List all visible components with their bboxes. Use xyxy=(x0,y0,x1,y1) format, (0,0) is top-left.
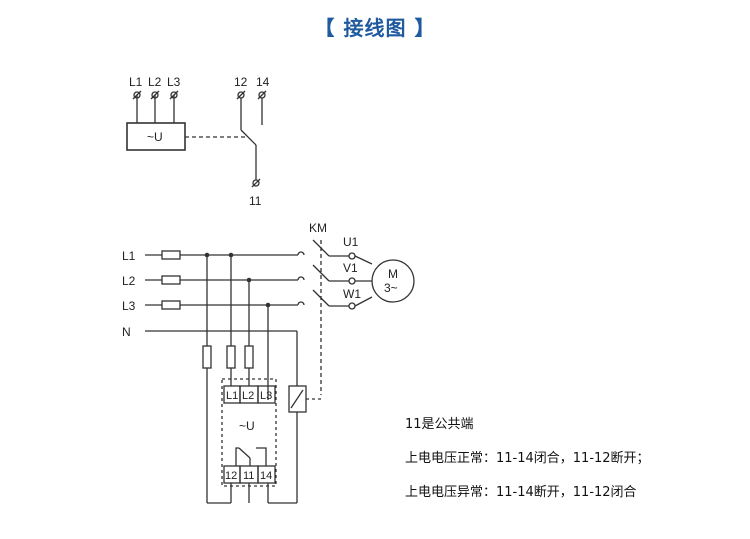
changeover-contact xyxy=(240,129,257,146)
label-line-n: N xyxy=(122,325,131,339)
terminal-u1 xyxy=(348,252,356,260)
label-top-l2: L2 xyxy=(148,75,162,89)
note-voltage-abnormal: 上电电压异常：11-14断开，11-12闭合 xyxy=(405,485,637,500)
label-top-11: 11 xyxy=(249,194,262,208)
terminal-l2-icon xyxy=(150,90,160,100)
fuse-l2 xyxy=(161,275,181,285)
label-w1: W1 xyxy=(343,287,361,301)
page-title: 【 接线图 】 xyxy=(314,16,436,40)
label-v1: V1 xyxy=(343,261,358,275)
terminal-v1 xyxy=(348,277,356,285)
module-out-12: 12 xyxy=(225,470,237,482)
fuse-l3 xyxy=(161,300,181,310)
terminal-12-icon xyxy=(236,90,246,100)
label-top-12: 12 xyxy=(234,75,248,89)
label-top-l1: L1 xyxy=(129,75,143,89)
motor-circle xyxy=(371,259,415,303)
relay-box-label: ~U xyxy=(147,130,163,144)
diagram-labels: L1 L2 L3 12 14 11 ~U L1 L2 L3 N KM U1 V1… xyxy=(122,75,398,482)
label-line-l3: L3 xyxy=(122,299,136,313)
bottom-wiring-diagram xyxy=(145,239,415,504)
label-u1: U1 xyxy=(343,235,359,249)
terminal-11-icon xyxy=(251,178,261,188)
label-line-l1: L1 xyxy=(122,249,136,263)
top-relay-diagram xyxy=(126,90,267,188)
fuse-ctrl-3 xyxy=(244,345,254,369)
terminal-l1-icon xyxy=(132,90,142,100)
label-top-14: 14 xyxy=(256,75,270,89)
fuse-l1 xyxy=(161,250,181,260)
terminal-l3-icon xyxy=(169,90,179,100)
fuse-ctrl-2 xyxy=(226,345,236,369)
label-km: KM xyxy=(309,221,327,235)
label-top-l3: L3 xyxy=(167,75,181,89)
motor-label-3phase: 3~ xyxy=(384,281,398,295)
module-symbol: ~U xyxy=(239,419,255,433)
terminal-w1 xyxy=(348,302,356,310)
km-contact-2 xyxy=(312,264,330,282)
label-line-l2: L2 xyxy=(122,274,136,288)
note-common-terminal: 11是公共端 xyxy=(405,417,474,432)
module-in-l2: L2 xyxy=(242,390,254,402)
module-in-l1: L1 xyxy=(226,390,238,402)
module-in-l3: L3 xyxy=(260,390,272,402)
motor-label-m: M xyxy=(388,267,398,281)
module-out-11: 11 xyxy=(243,470,254,482)
module-out-14: 14 xyxy=(260,470,272,482)
terminal-14-icon xyxy=(257,90,267,100)
fuse-ctrl-1 xyxy=(202,345,212,369)
note-voltage-normal: 上电电压正常：11-14闭合，11-12断开； xyxy=(405,451,650,466)
